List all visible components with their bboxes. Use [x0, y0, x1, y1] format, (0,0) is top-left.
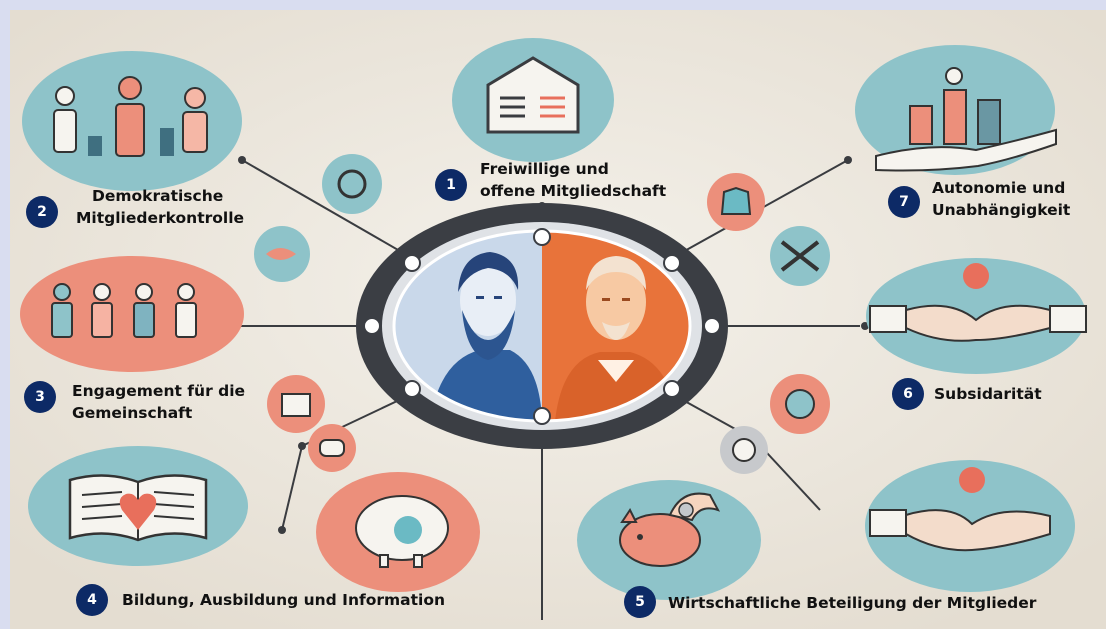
principle-6-number: 6 — [892, 378, 924, 410]
central-ring — [356, 203, 728, 449]
principle-5-label: Wirtschaftliche Beteiligung der Mitglied… — [668, 594, 1037, 612]
principle-3-label: Engagement für die Gemeinschaft — [72, 380, 245, 424]
principle-1-number: 1 — [435, 169, 467, 201]
gear-icon — [322, 154, 382, 214]
calendar-icon — [267, 375, 325, 433]
handshake-icon — [866, 258, 1087, 374]
principle-1-line2: offene Mitgliedschaft — [480, 182, 667, 200]
cookie-icon — [720, 426, 768, 474]
principle-4-number: 4 — [76, 584, 108, 616]
principle-2-line2: Mitgliederkontrolle — [76, 209, 245, 227]
principle-7-number: 7 — [888, 186, 920, 218]
building-icon — [452, 38, 614, 162]
book-heart-icon — [28, 446, 248, 566]
coin-piggy-icon — [577, 480, 761, 600]
community-icon — [20, 256, 244, 372]
principle-2-label: Demokratische Mitgliederkontrolle — [76, 185, 244, 229]
badge-icon — [770, 374, 830, 434]
hand-chart-icon — [855, 45, 1057, 175]
principle-4-label: Bildung, Ausbildung und Information — [122, 591, 446, 609]
principle-3-line1: Engagement für die — [72, 382, 246, 400]
principle-3-number: 3 — [24, 381, 56, 413]
principle-2-number: 2 — [26, 196, 58, 228]
propeller-icon — [770, 226, 830, 286]
principle-7-line2: Unabhängigkeit — [932, 201, 1071, 219]
principle-1-line1: Freiwillige und — [480, 160, 609, 178]
principle-3-line2: Gemeinschaft — [72, 404, 193, 422]
piggy-bank-icon — [316, 472, 480, 592]
handshake-icon — [865, 460, 1075, 592]
people-icon — [22, 51, 242, 191]
diagram-artwork — [10, 10, 1106, 629]
shirt-icon — [707, 173, 765, 231]
principle-6-label: Subsidarität — [934, 385, 1042, 403]
principle-7-line1: Autonomie und — [932, 179, 1066, 197]
principle-7-label: Autonomie und Unabhängigkeit — [932, 177, 1070, 221]
principle-2-line1: Demokratische — [92, 187, 224, 205]
fish-icon — [254, 226, 310, 282]
principle-1-label: Freiwillige und offene Mitgliedschaft — [480, 158, 666, 202]
infographic-canvas: 1 Freiwillige und offene Mitgliedschaft … — [10, 10, 1106, 629]
principle-5-number: 5 — [624, 586, 656, 618]
chat-icon — [308, 424, 356, 472]
